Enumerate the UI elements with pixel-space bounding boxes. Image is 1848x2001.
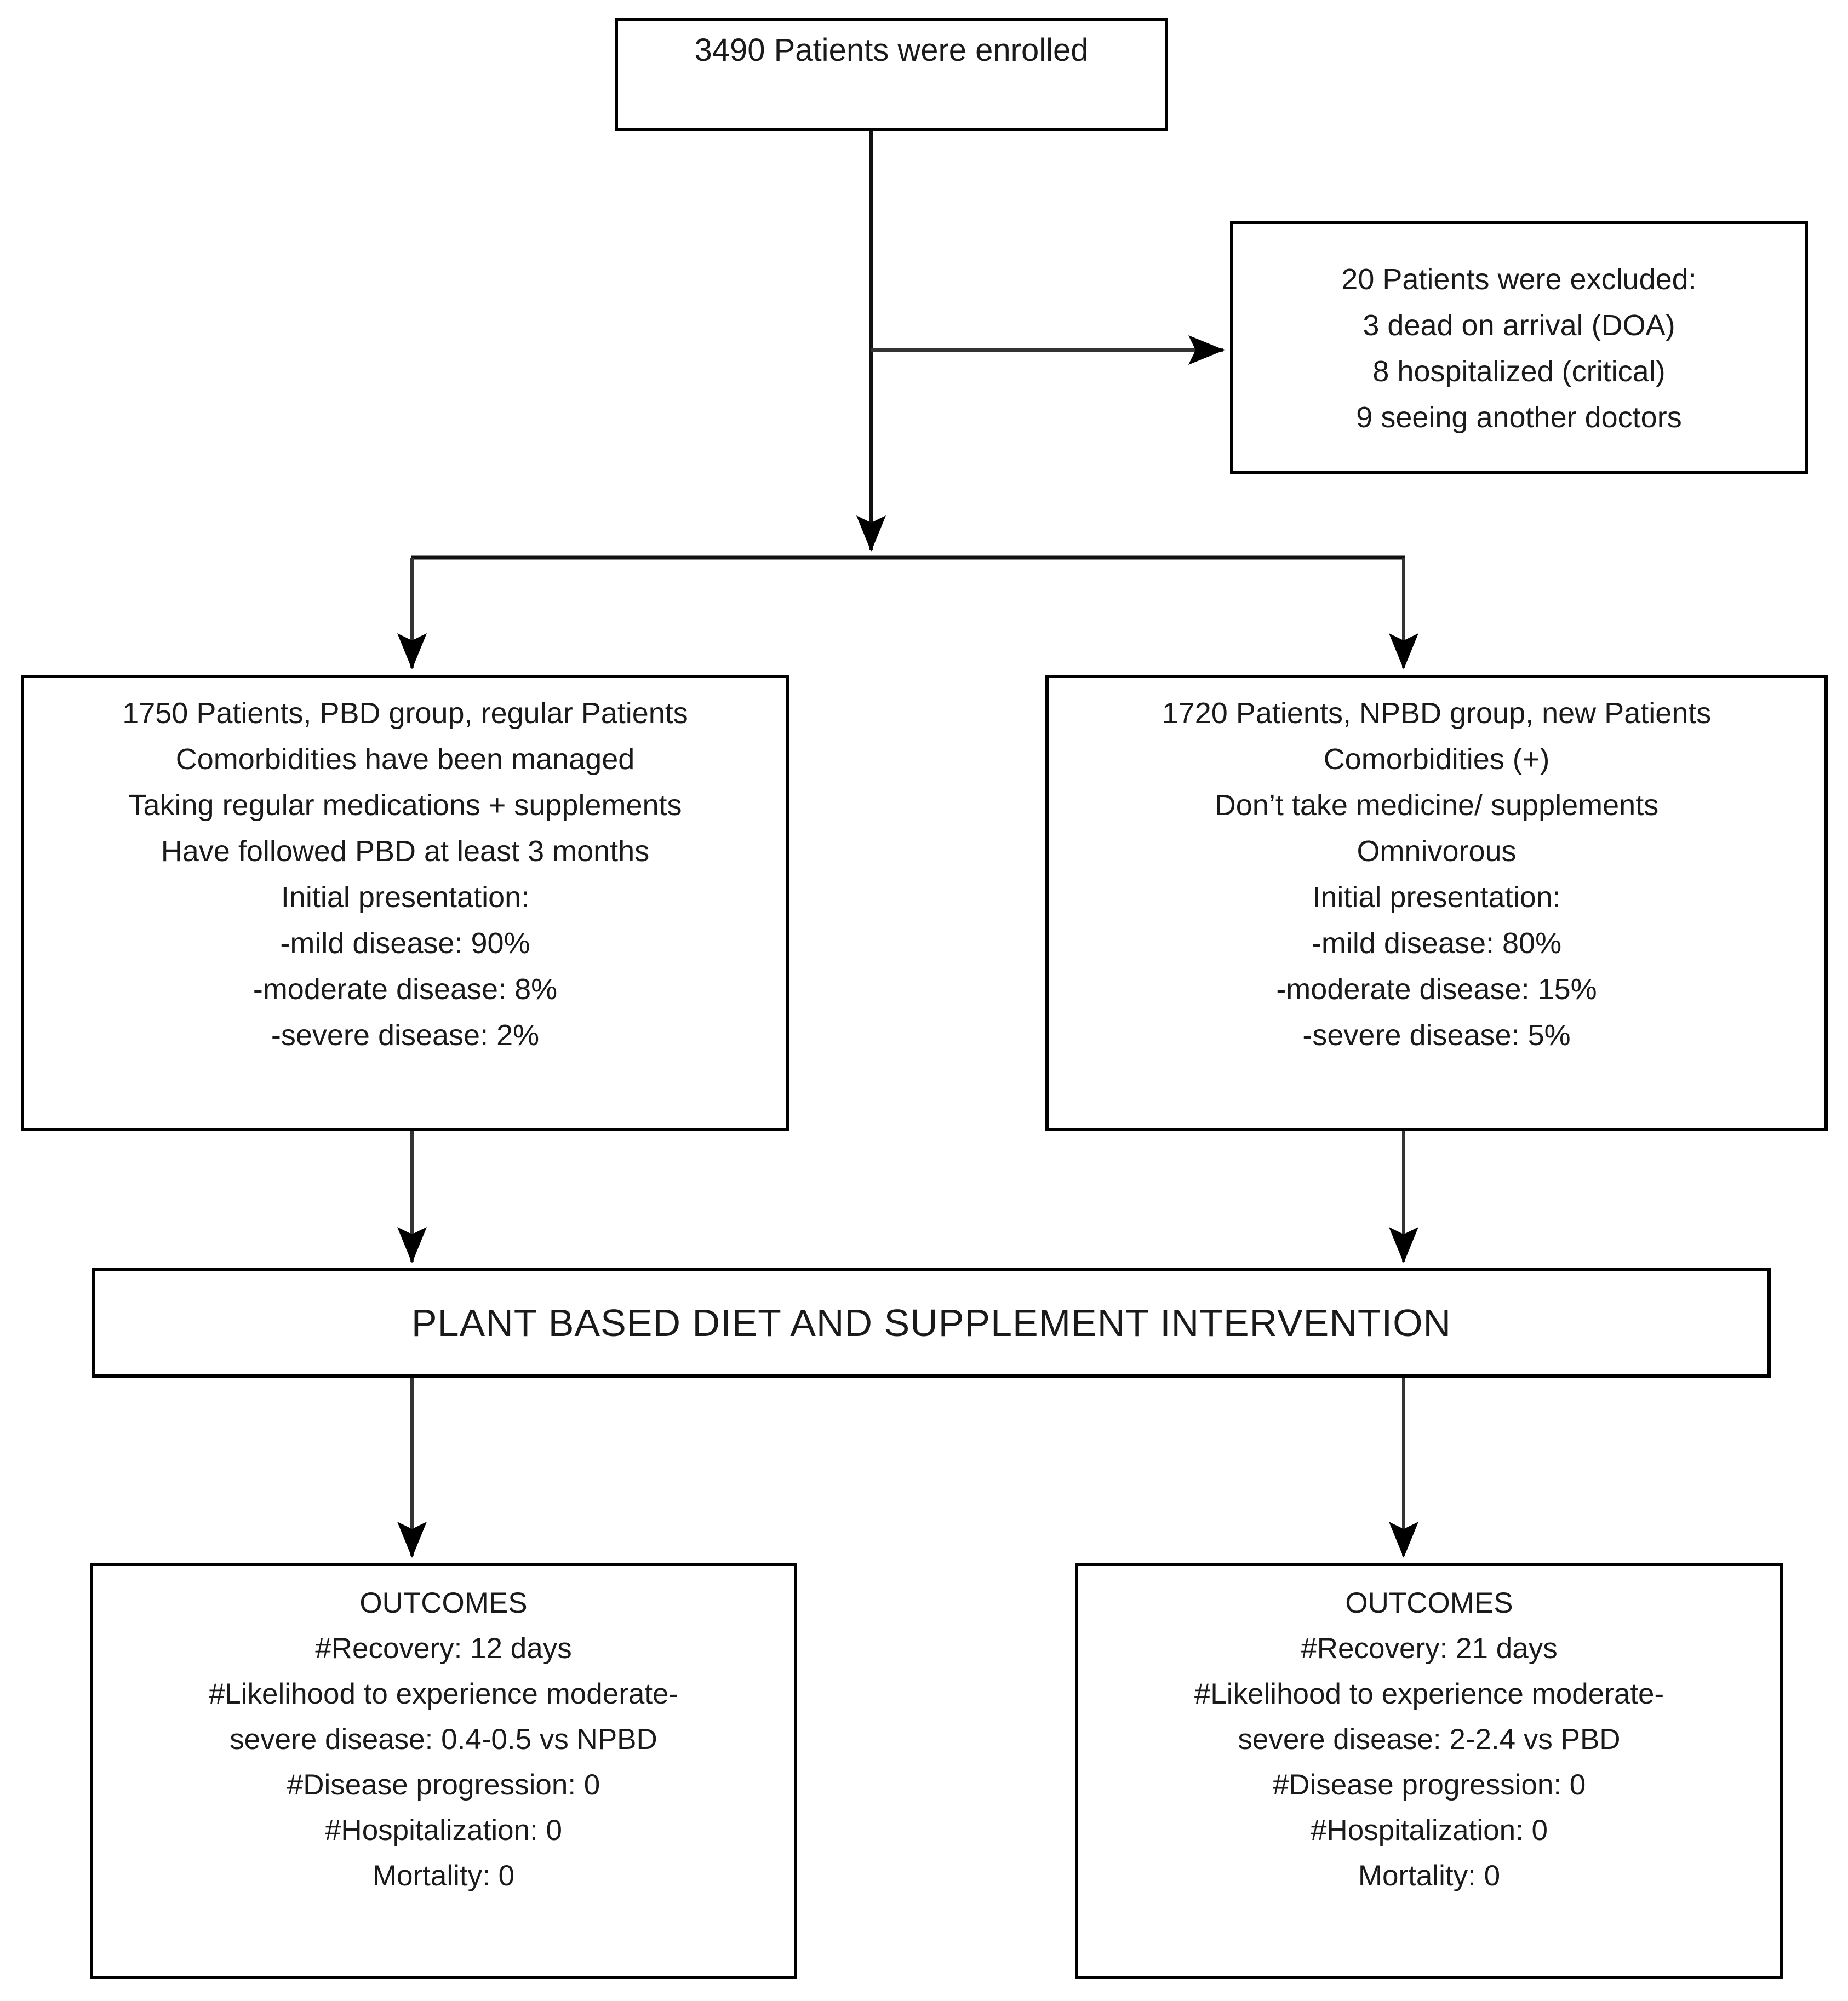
node-outcome-pbd-progression: #Disease progression: 0: [287, 1769, 600, 1801]
node-outcome-npbd-progression: #Disease progression: 0: [1272, 1769, 1586, 1801]
node-npbd-group-line-8: -severe disease: 5%: [1302, 1019, 1571, 1052]
node-npbd-group-line-2: Comorbidities (+): [1323, 743, 1550, 776]
node-outcome-pbd-likelihood-1: #Likelihood to experience moderate-: [208, 1678, 679, 1710]
node-excluded-line-1: 20 Patients were excluded:: [1341, 263, 1697, 296]
node-enrolled: 3490 Patients were enrolled: [615, 18, 1168, 131]
node-npbd-group-line-4: Omnivorous: [1357, 835, 1517, 868]
node-excluded: 20 Patients were excluded: 3 dead on arr…: [1230, 221, 1808, 474]
node-excluded-line-3: 8 hospitalized (critical): [1372, 355, 1666, 388]
node-pbd-group-line-7: -moderate disease: 8%: [253, 973, 558, 1006]
node-outcome-pbd-recovery: #Recovery: 12 days: [315, 1632, 572, 1665]
node-outcome-pbd: OUTCOMES #Recovery: 12 days #Likelihood …: [90, 1563, 797, 1979]
node-outcome-npbd-likelihood-1: #Likelihood to experience moderate-: [1194, 1678, 1664, 1710]
node-intervention: PLANT BASED DIET AND SUPPLEMENT INTERVEN…: [92, 1268, 1771, 1378]
node-outcome-npbd-recovery: #Recovery: 21 days: [1301, 1632, 1558, 1665]
node-excluded-line-4: 9 seeing another doctors: [1356, 401, 1682, 434]
node-outcome-pbd-likelihood-2: severe disease: 0.4-0.5 vs NPBD: [230, 1723, 657, 1756]
node-outcome-npbd-hospitalization: #Hospitalization: 0: [1310, 1814, 1548, 1847]
node-outcome-npbd: OUTCOMES #Recovery: 21 days #Likelihood …: [1075, 1563, 1783, 1979]
node-enrolled-line-1: 3490 Patients were enrolled: [694, 32, 1089, 68]
node-pbd-group-line-8: -severe disease: 2%: [271, 1019, 540, 1052]
node-pbd-group-line-4: Have followed PBD at least 3 months: [161, 835, 650, 868]
node-outcome-pbd-mortality: Mortality: 0: [372, 1860, 515, 1892]
node-npbd-group-line-7: -moderate disease: 15%: [1276, 973, 1597, 1006]
node-npbd-group-line-6: -mild disease: 80%: [1311, 927, 1562, 960]
node-excluded-line-2: 3 dead on arrival (DOA): [1363, 309, 1675, 342]
node-npbd-group-line-3: Don’t take medicine/ supplements: [1214, 789, 1659, 822]
node-outcome-pbd-title: OUTCOMES: [359, 1587, 528, 1619]
node-npbd-group: 1720 Patients, NPBD group, new Patients …: [1045, 675, 1828, 1131]
node-pbd-group-line-6: -mild disease: 90%: [280, 927, 530, 960]
node-npbd-group-line-1: 1720 Patients, NPBD group, new Patients: [1162, 697, 1712, 730]
node-npbd-group-line-5: Initial presentation:: [1312, 881, 1561, 914]
node-outcome-npbd-title: OUTCOMES: [1345, 1587, 1513, 1619]
node-pbd-group-line-5: Initial presentation:: [281, 881, 530, 914]
node-pbd-group-line-3: Taking regular medications + supplements: [128, 789, 682, 822]
node-outcome-npbd-mortality: Mortality: 0: [1358, 1860, 1501, 1892]
node-pbd-group: 1750 Patients, PBD group, regular Patien…: [21, 675, 789, 1131]
node-pbd-group-line-1: 1750 Patients, PBD group, regular Patien…: [122, 697, 688, 730]
node-outcome-pbd-hospitalization: #Hospitalization: 0: [324, 1814, 563, 1847]
node-pbd-group-line-2: Comorbidities have been managed: [175, 743, 635, 776]
node-outcome-npbd-likelihood-2: severe disease: 2-2.4 vs PBD: [1238, 1723, 1621, 1756]
node-intervention-label: PLANT BASED DIET AND SUPPLEMENT INTERVEN…: [411, 1301, 1452, 1344]
